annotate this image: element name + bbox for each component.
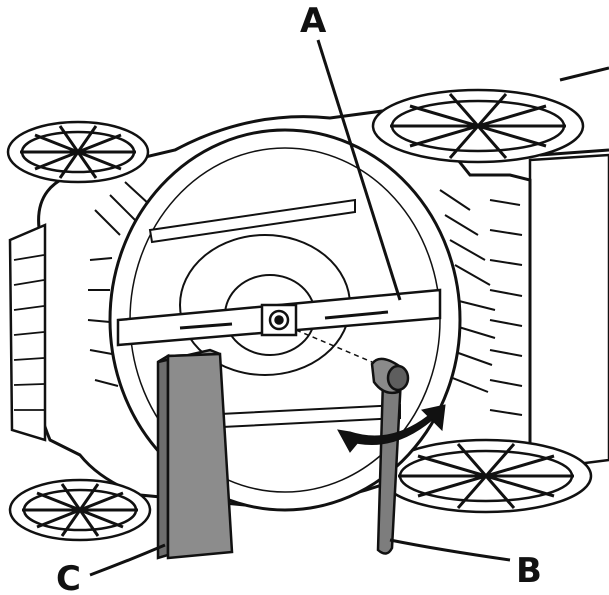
wheel-front-left	[6, 120, 150, 184]
blade	[116, 288, 442, 347]
leader-line-c	[89, 543, 166, 577]
curved-double-arrow-icon	[337, 404, 446, 453]
wheels	[6, 88, 593, 542]
grille-slats	[13, 254, 45, 411]
blade-bolt-center	[274, 315, 284, 325]
rear-slats	[489, 199, 523, 416]
leader-line-a	[316, 39, 402, 301]
front-grille	[8, 223, 47, 442]
wheel-front-right	[371, 88, 585, 164]
callout-label-c: C	[56, 559, 81, 595]
blade-slot-left	[179, 322, 233, 330]
callout-label-b: B	[516, 551, 542, 591]
wrench-socket-end	[386, 364, 410, 392]
wrench-handle	[376, 376, 403, 555]
leader-lines	[89, 39, 511, 577]
socket-wrench	[295, 329, 410, 555]
wooden-block-front	[166, 352, 234, 560]
rear-housing	[528, 153, 609, 472]
deck-ribs	[87, 181, 496, 393]
blade-slot-right	[324, 310, 389, 320]
wheel-rear-right	[379, 438, 593, 514]
wrench-dotted-guide	[295, 329, 373, 363]
handle-bar-lower	[539, 148, 609, 157]
upper-baffle	[148, 198, 356, 244]
wooden-block-side	[156, 353, 170, 560]
handle-bar-upper	[559, 66, 609, 82]
wooden-block	[156, 348, 234, 560]
wheel-rear-left	[8, 478, 152, 542]
callout-label-a: A	[300, 1, 327, 41]
leader-line-b	[389, 538, 511, 562]
